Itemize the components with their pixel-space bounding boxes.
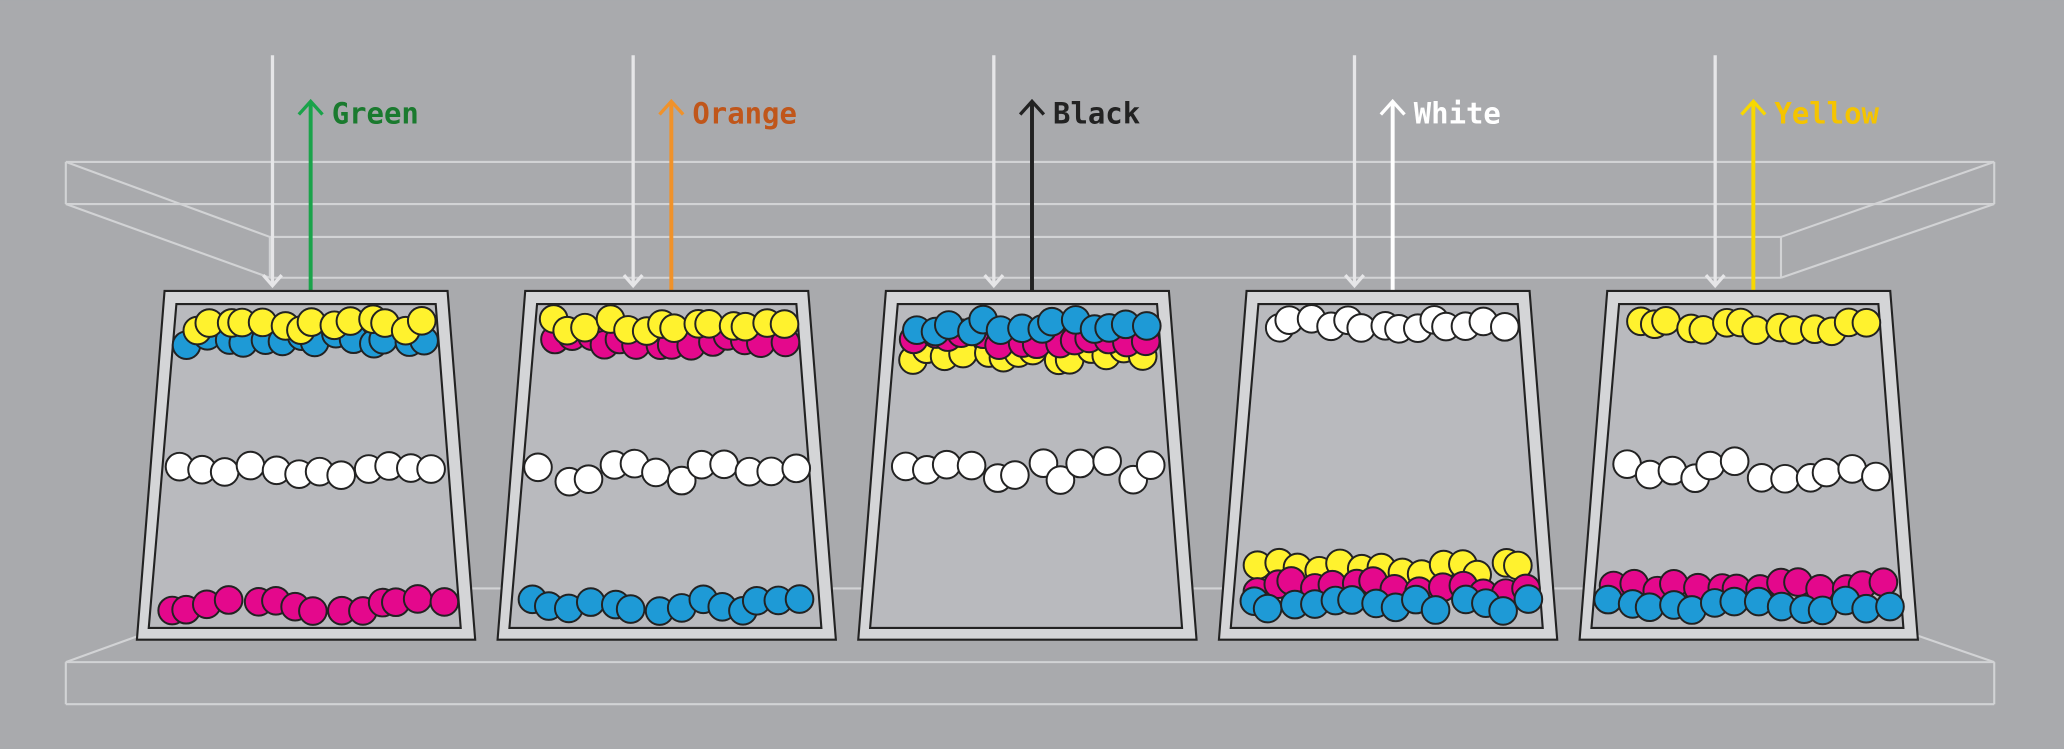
incoming-arrow-icon	[262, 274, 283, 289]
bin-inner	[1229, 303, 1544, 629]
ball-white	[1811, 457, 1842, 488]
balls	[517, 304, 815, 626]
ball-white	[209, 457, 240, 487]
containers: Green Orange Black White Yellow	[135, 55, 1920, 641]
ball-white	[326, 460, 357, 491]
container-green: Green	[135, 55, 477, 641]
ball-white	[1861, 461, 1891, 492]
ball-white	[756, 456, 787, 487]
ball-white	[956, 450, 987, 481]
ball-yellow	[1851, 307, 1882, 338]
ball-yellow	[406, 305, 437, 336]
balls	[890, 304, 1166, 495]
container-white: White	[1217, 55, 1559, 641]
balls	[1593, 305, 1905, 626]
ball-blue	[1252, 593, 1283, 624]
ball-white	[931, 449, 962, 480]
ball-blue	[575, 587, 606, 617]
ball-blue	[1513, 584, 1544, 614]
incoming-arrow-icon	[983, 274, 1005, 289]
output-arrow-icon	[1018, 98, 1046, 116]
ball-blue	[1634, 592, 1665, 623]
ball-white	[666, 465, 697, 496]
ball-white	[1092, 446, 1122, 476]
ball-blue	[1420, 595, 1451, 625]
output-label: Green	[332, 97, 419, 131]
ball-blue	[784, 584, 815, 614]
incoming-arrow-icon	[622, 274, 644, 289]
balls	[157, 304, 460, 626]
ball-magenta	[1868, 567, 1899, 598]
container-orange: Orange	[496, 55, 838, 641]
ball-white	[1065, 448, 1095, 479]
ball-white	[416, 454, 446, 484]
ball-blue	[1131, 311, 1162, 341]
ball-white	[1045, 465, 1076, 495]
ball-magenta	[402, 584, 433, 614]
ball-yellow	[570, 312, 600, 343]
output-label: Orange	[692, 97, 797, 131]
ball-blue	[1875, 591, 1905, 622]
ball-magenta	[298, 596, 328, 626]
ball-white	[1490, 312, 1520, 342]
ball-white	[573, 464, 604, 494]
ball-yellow	[659, 313, 689, 343]
output-arrow-icon	[658, 98, 685, 116]
ball-yellow	[769, 309, 800, 339]
incoming-arrow-icon	[1344, 274, 1365, 289]
ball-white	[781, 453, 812, 484]
ball-white	[641, 457, 671, 488]
container-black: Black	[857, 55, 1198, 641]
ball-white	[235, 450, 266, 481]
output-arrow-icon	[1740, 98, 1767, 116]
output-label: White	[1414, 97, 1501, 131]
ball-blue	[615, 594, 646, 624]
ball-yellow	[694, 309, 724, 339]
ball-yellow	[1651, 305, 1681, 336]
output-arrow-icon	[297, 98, 324, 116]
ball-white	[523, 452, 553, 483]
ball-white	[1719, 446, 1750, 477]
balls	[1239, 304, 1544, 626]
incoming-arrow-icon	[1704, 274, 1726, 289]
ball-white	[1770, 463, 1800, 494]
ball-white	[1000, 460, 1030, 490]
ball-magenta	[429, 587, 460, 617]
output-arrow-icon	[1379, 98, 1406, 116]
ball-blue	[1488, 596, 1518, 626]
ball-white	[709, 449, 739, 480]
ball-white	[1695, 450, 1725, 481]
ball-blue	[1593, 584, 1623, 615]
output-label: Yellow	[1774, 97, 1879, 131]
ball-blue	[1337, 585, 1367, 615]
ball-magenta	[213, 585, 244, 615]
container-yellow: Yellow	[1578, 55, 1920, 641]
ball-white	[1135, 450, 1166, 481]
output-label: Black	[1053, 97, 1140, 131]
